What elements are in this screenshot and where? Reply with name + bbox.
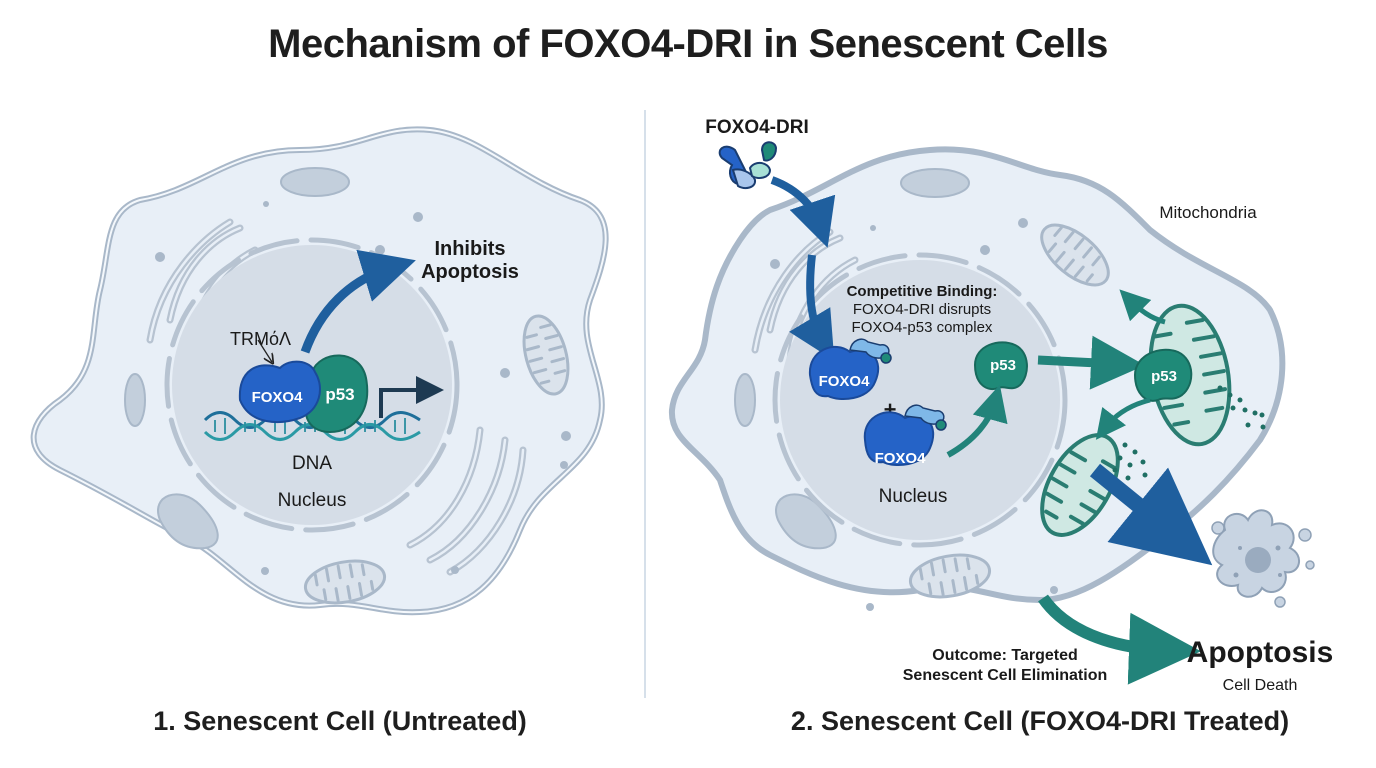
competitive-line-2: FOXO4-p53 complex bbox=[852, 319, 993, 336]
inhibits-apoptosis-arrow bbox=[300, 249, 416, 354]
foxo4-protein bbox=[238, 360, 321, 423]
foxo4-dri-complex: FOXO4 bbox=[863, 404, 947, 467]
competitive-binding-title: Competitive Binding: bbox=[847, 283, 998, 300]
transcription-start-icon bbox=[379, 376, 444, 418]
right-nucleus bbox=[772, 252, 1068, 548]
inhibits-label: Inhibits bbox=[434, 238, 505, 260]
panel-divider bbox=[644, 110, 646, 698]
foxo4-label: FOXO4 bbox=[252, 389, 304, 406]
right-panel-caption: 2. Senescent Cell (FOXO4-DRI Treated) bbox=[790, 706, 1290, 736]
apoptosis-label: Apoptosis bbox=[421, 261, 519, 283]
drug-label: FOXO4-DRI bbox=[705, 117, 808, 138]
foxo4-dri-complex: FOXO4 bbox=[808, 338, 892, 400]
foxo4-dri-molecule-icon bbox=[718, 141, 778, 189]
translocation-arrow bbox=[1037, 335, 1145, 390]
trm-label: TRMόΛ bbox=[230, 329, 291, 349]
vesicle bbox=[280, 167, 350, 197]
release-arrow bbox=[946, 384, 1008, 458]
mitochondrion bbox=[522, 314, 570, 396]
figure-title: Mechanism of FOXO4-DRI in Senescent Cell… bbox=[268, 22, 1108, 66]
nucleus-label: Nucleus bbox=[879, 486, 948, 507]
cell-death-label: Cell Death bbox=[1223, 677, 1298, 694]
p53-label: p53 bbox=[325, 385, 354, 404]
outcome-line-2: Senescent Cell Elimination bbox=[903, 667, 1108, 684]
mitochondrion bbox=[303, 559, 387, 605]
foxo4-label-a: FOXO4 bbox=[819, 373, 871, 390]
mito-arrow-down bbox=[1095, 397, 1151, 440]
competitive-line-1: FOXO4-DRI disrupts bbox=[853, 301, 991, 318]
p53-mito-label: p53 bbox=[1151, 368, 1177, 385]
outcome-line-1: Outcome: Targeted bbox=[932, 647, 1078, 664]
apoptosis-arrow bbox=[1089, 463, 1213, 566]
trm-arrow bbox=[257, 339, 272, 362]
foxo4-label-b: FOXO4 bbox=[875, 450, 927, 467]
mitochondria-label: Mitochondria bbox=[1159, 203, 1257, 222]
vacuole bbox=[157, 493, 219, 550]
mito-arrow-up bbox=[1119, 289, 1166, 325]
outcome-arrow bbox=[1038, 594, 1201, 685]
p53-nucleus-label: p53 bbox=[990, 357, 1016, 374]
entry-arrow bbox=[770, 176, 836, 248]
apoptotic-cell-icon bbox=[1211, 509, 1315, 608]
nuclear-entry-arrow bbox=[789, 254, 835, 361]
left-panel-caption: 1. Senescent Cell (Untreated) bbox=[153, 706, 527, 736]
dna-label: DNA bbox=[292, 453, 332, 474]
nucleus-label: Nucleus bbox=[278, 490, 347, 511]
apoptosis-label: Apoptosis bbox=[1187, 636, 1334, 669]
